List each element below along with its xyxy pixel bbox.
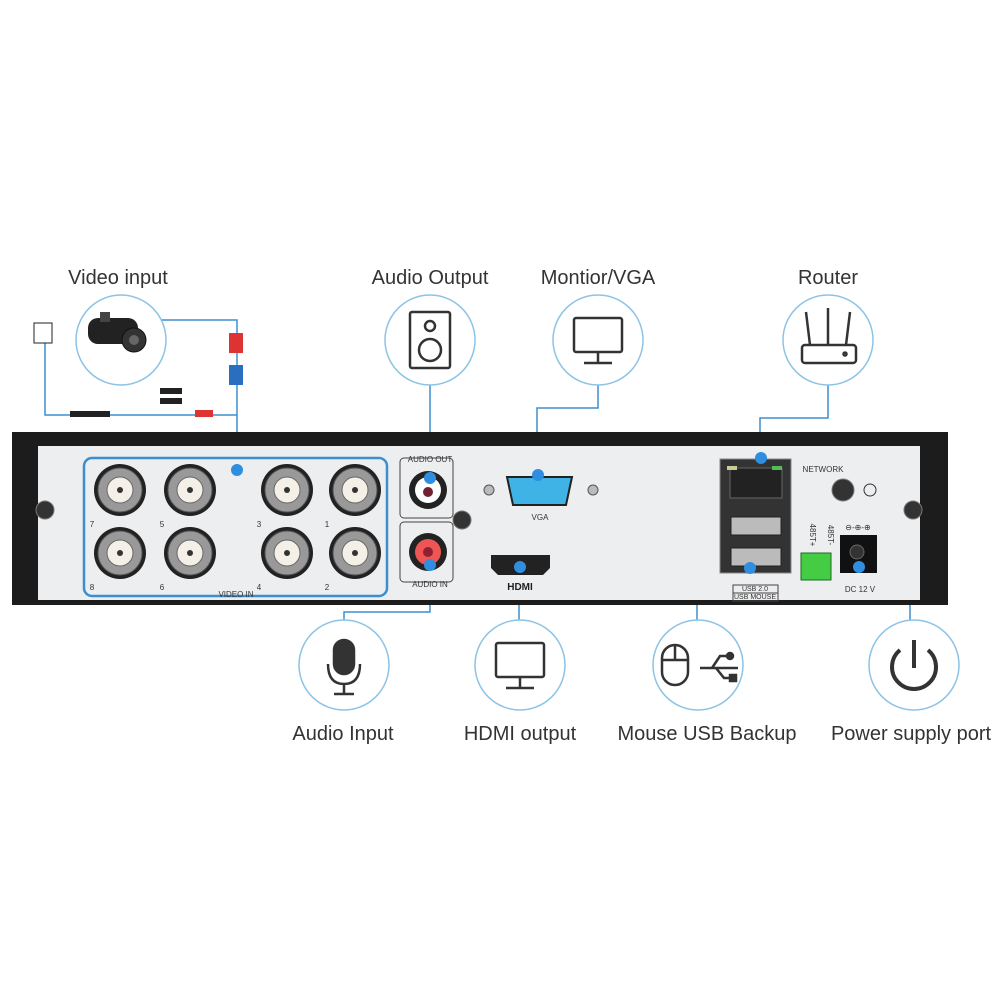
channel-number: 6 (160, 583, 165, 592)
power-icon (890, 640, 938, 691)
rs485-plus-text: 485T+ (808, 524, 817, 547)
cable-connectors (70, 333, 243, 417)
network-port[interactable] (729, 467, 783, 499)
camera-icon (88, 312, 147, 353)
vga-text: VGA (532, 513, 550, 522)
channel-number: 5 (160, 520, 165, 529)
audio-input-label: Audio Input (292, 723, 394, 745)
microphone-icon (326, 638, 362, 696)
channel-number: 7 (90, 520, 95, 529)
rs485-minus-text: 485T- (826, 525, 835, 546)
audio-out-text: AUDIO OUT (408, 455, 453, 464)
mouse-usb-callout: Mouse USB Backup (618, 619, 797, 745)
bnc-port-7[interactable] (94, 464, 146, 516)
channel-number: 4 (257, 583, 262, 592)
usb-port[interactable] (730, 547, 782, 567)
router-icon (800, 308, 858, 365)
power-supply-label: Power supply port (831, 723, 992, 745)
bnc-port-6[interactable] (164, 527, 216, 579)
power-callout: Power supply port (831, 619, 992, 745)
bnc-port-4[interactable] (261, 527, 313, 579)
network-text: NETWORK (803, 465, 845, 474)
screw-icon (903, 500, 923, 520)
channel-number: 2 (325, 583, 330, 592)
bnc-port-1[interactable] (329, 464, 381, 516)
audio-in-text: AUDIO IN (412, 580, 448, 589)
ground-icon (863, 483, 877, 497)
monitor-vga-callout: Montior/VGA (541, 267, 656, 386)
audio-input-callout: Audio Input (292, 619, 394, 745)
audio-output-callout: Audio Output (372, 267, 489, 386)
bnc-port-3[interactable] (261, 464, 313, 516)
hdmi-output-callout: HDMI output (464, 619, 577, 745)
router-label: Router (798, 267, 858, 289)
mouse-icon (660, 643, 690, 687)
hdmi-text: HDMI (507, 582, 533, 593)
screw-icon (35, 500, 55, 520)
bnc-port-2[interactable] (329, 527, 381, 579)
bnc-ports: 7 5 3 1 8 6 4 2 (90, 464, 381, 592)
router-callout: Router (782, 267, 874, 386)
vga-port[interactable] (505, 476, 574, 506)
audio-output-label: Audio Output (372, 267, 489, 289)
hdmi-output-label: HDMI output (464, 723, 577, 745)
monitor-icon (572, 316, 624, 365)
video-in-text: VIDEO IN (218, 590, 253, 599)
speaker-icon (408, 310, 452, 370)
rs485-terminal[interactable] (800, 552, 832, 581)
usb-icon (700, 651, 738, 683)
usb-mouse-text: USB MOUSE (734, 594, 776, 601)
video-input-label: Video input (68, 267, 168, 289)
power-adapter-icon (33, 322, 53, 344)
dc-text: DC 12 V (845, 585, 876, 594)
monitor-icon (494, 641, 546, 690)
channel-number: 3 (257, 520, 262, 529)
bnc-port-8[interactable] (94, 527, 146, 579)
mouse-usb-label: Mouse USB Backup (618, 723, 797, 745)
bnc-port-5[interactable] (164, 464, 216, 516)
monitor-vga-label: Montior/VGA (541, 267, 656, 289)
polarity-text: ⊖-⊕-⊕ (845, 523, 870, 532)
video-in-group (82, 456, 389, 598)
channel-number: 8 (90, 583, 95, 592)
channel-number: 1 (325, 520, 330, 529)
usb2-text: USB 2.0 (742, 586, 768, 593)
usb-port[interactable] (730, 516, 782, 536)
video-input-callout: Video input (33, 267, 243, 417)
dvr-rear-panel: 7 5 3 1 8 6 4 2 VIDEO IN AUDIO OUT AUDIO IN VGA… (12, 432, 948, 605)
